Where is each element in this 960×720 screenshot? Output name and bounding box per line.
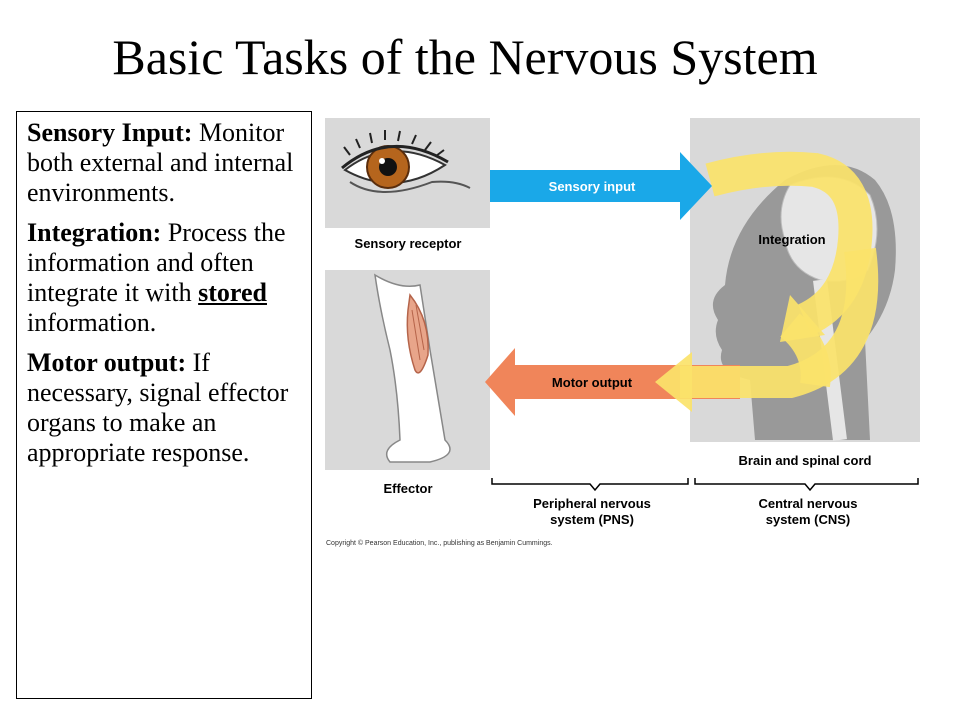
pns-bracket: [491, 478, 689, 492]
integration-heading: Integration:: [27, 218, 162, 247]
cns-bracket: [694, 478, 919, 492]
sensory-input-text: Monitor both external and internal envir…: [27, 118, 294, 207]
integration-text-end: information.: [27, 308, 157, 337]
integration-paragraph: Integration: Process the information and…: [27, 218, 301, 338]
stored-underlined: stored: [198, 278, 267, 307]
sensory-input-paragraph: Sensory Input: Monitor both external and…: [27, 118, 301, 208]
nervous-system-diagram: Sensory receptor Effector Integration Br…: [325, 118, 920, 547]
description-box: Sensory Input: Monitor both external and…: [16, 111, 312, 699]
integration-label: Integration: [758, 232, 825, 247]
brain-spinal-cord-label: Brain and spinal cord: [739, 453, 872, 468]
cns-label-line1: Central nervous: [759, 496, 858, 511]
leg-muscle-icon: [374, 273, 451, 463]
pns-label-line1: Peripheral nervous: [533, 496, 651, 511]
pns-label-line2: system (PNS): [550, 512, 634, 527]
integration-loop-lower: [655, 247, 879, 412]
eye-icon: [341, 130, 471, 193]
copyright-text: Copyright © Pearson Education, Inc., pub…: [326, 539, 553, 547]
integration-text: Process the information and often integr…: [27, 218, 286, 307]
motor-output-heading: Motor output:: [27, 348, 187, 377]
sensory-input-arrow: [490, 152, 712, 220]
motor-output-paragraph: Motor output: If necessary, signal effec…: [27, 348, 301, 468]
sensory-input-label: Sensory input: [549, 179, 636, 194]
effector-label: Effector: [383, 481, 432, 496]
page-title: Basic Tasks of the Nervous System: [112, 29, 818, 85]
sensory-receptor-label: Sensory receptor: [355, 236, 462, 251]
motor-output-text: If necessary, signal effector organs to …: [27, 348, 289, 467]
motor-output-label: Motor output: [552, 375, 633, 390]
sensory-input-heading: Sensory Input:: [27, 118, 193, 147]
cns-label-line2: system (CNS): [766, 512, 851, 527]
